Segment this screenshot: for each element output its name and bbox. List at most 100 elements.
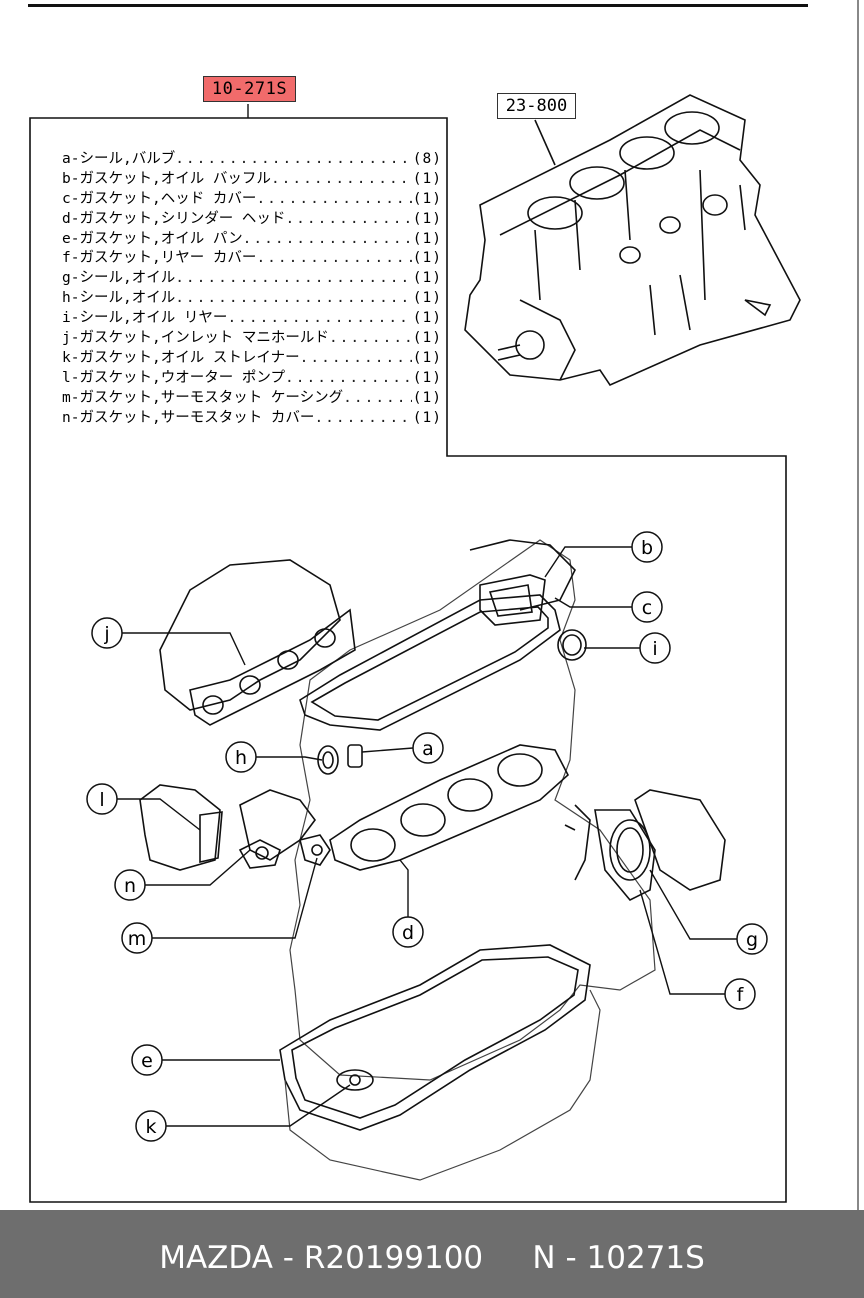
leader-dots bbox=[256, 249, 412, 269]
leader-dots bbox=[314, 409, 412, 429]
part-letter: j bbox=[62, 330, 71, 347]
parts-list-item: d-ガスケット,シリンダー ヘッド(1) bbox=[62, 210, 442, 230]
callout-c: c bbox=[631, 591, 663, 623]
parts-list-item: e-ガスケット,オイル パン (1) bbox=[62, 230, 442, 250]
part-name: -ガスケット,リヤー カバー bbox=[70, 250, 257, 267]
part-quantity: (1) bbox=[412, 230, 442, 247]
callout-b: b bbox=[631, 531, 663, 563]
assembly-reference-code: 23-800 bbox=[497, 93, 576, 119]
leader-dots bbox=[243, 230, 412, 250]
part-name: -ガスケット,オイル パン bbox=[70, 230, 243, 247]
callout-k: k bbox=[135, 1110, 167, 1142]
part-letter: c bbox=[62, 190, 71, 207]
part-letter: i bbox=[62, 310, 71, 327]
callout-f: f bbox=[724, 978, 756, 1010]
leader-dots bbox=[300, 349, 412, 369]
leader-dots bbox=[256, 190, 412, 210]
parts-list-item: c-ガスケット,ヘッド カバー(1) bbox=[62, 190, 442, 210]
svg-text:k: k bbox=[145, 1116, 156, 1138]
leader-dots bbox=[285, 369, 412, 389]
svg-text:l: l bbox=[99, 789, 104, 811]
diagram-frame bbox=[29, 117, 787, 1203]
part-name: -シール,オイル リヤー bbox=[70, 310, 228, 327]
part-name: -ガスケット,ウオーター ポンプ bbox=[70, 369, 285, 386]
part-quantity-value: 1 bbox=[422, 290, 433, 307]
part-quantity-value: 1 bbox=[422, 170, 433, 187]
part-quantity-value: 1 bbox=[422, 270, 433, 287]
part-name: -シール,バルブ bbox=[70, 151, 176, 167]
part-quantity: (1) bbox=[412, 349, 442, 366]
top-border-line bbox=[28, 4, 808, 7]
part-name: -ガスケット,ヘッド カバー bbox=[70, 190, 257, 207]
leader-dots bbox=[175, 269, 412, 289]
right-border-line bbox=[857, 0, 859, 1210]
parts-list-item: h-シール,オイル (1) bbox=[62, 289, 442, 309]
svg-text:c: c bbox=[642, 597, 652, 619]
callout-leaders bbox=[117, 546, 752, 1127]
part-quantity: (1) bbox=[412, 170, 442, 187]
part-quantity: (1) bbox=[412, 210, 442, 227]
callout-m: m bbox=[121, 922, 153, 954]
part-quantity: (1) bbox=[412, 409, 442, 426]
svg-text:i: i bbox=[652, 638, 657, 660]
part-name: -ガスケット,サーモスタット カバー bbox=[70, 409, 315, 426]
part-quantity-value: 1 bbox=[422, 409, 433, 426]
svg-text:n: n bbox=[124, 875, 136, 897]
part-quantity-value: 1 bbox=[422, 349, 433, 366]
svg-text:m: m bbox=[128, 928, 147, 950]
part-letter: n bbox=[62, 409, 71, 426]
kit-reference-code: 10-271S bbox=[203, 76, 296, 102]
callout-h: h bbox=[225, 741, 257, 773]
footer-part-number: MAZDA - R20199100 N - 10271S bbox=[159, 1240, 705, 1276]
parts-list-item: f-ガスケット,リヤー カバー(1) bbox=[62, 249, 442, 269]
parts-list-item: n-ガスケット,サーモスタット カバー (1) bbox=[62, 409, 442, 429]
callout-n: n bbox=[114, 869, 146, 901]
svg-text:h: h bbox=[235, 747, 247, 769]
footer-bar bbox=[0, 1210, 864, 1298]
part-quantity: (1) bbox=[412, 270, 442, 287]
part-quantity-value: 8 bbox=[422, 151, 433, 167]
part-name: -シール,オイル bbox=[70, 290, 176, 307]
part-quantity-value: 1 bbox=[422, 330, 433, 347]
leader-dots bbox=[227, 309, 412, 329]
part-letter: b bbox=[62, 170, 71, 187]
svg-text:j: j bbox=[103, 623, 109, 645]
part-letter: d bbox=[62, 210, 71, 227]
part-quantity: (1) bbox=[412, 369, 442, 386]
callout-i: i bbox=[639, 632, 671, 664]
part-letter: a bbox=[62, 151, 71, 167]
exploded-view-parts bbox=[139, 539, 726, 1181]
part-quantity: (1) bbox=[412, 290, 442, 307]
parts-list-item: a-シール,バルブ (8) bbox=[62, 150, 442, 170]
part-quantity-value: 1 bbox=[422, 250, 433, 267]
part-quantity-value: 1 bbox=[422, 310, 433, 327]
part-quantity: (1) bbox=[412, 389, 442, 406]
part-quantity: (1) bbox=[412, 310, 442, 327]
exploded-diagram: b c i j a h l n m d g f e k bbox=[29, 94, 801, 1203]
part-name: -シール,オイル bbox=[70, 270, 176, 287]
parts-list-item: k-ガスケット,オイル ストレイナー (1) bbox=[62, 349, 442, 369]
parts-list-item: g-シール,オイル (1) bbox=[62, 269, 442, 289]
part-quantity-value: 1 bbox=[422, 369, 433, 386]
leader-dots bbox=[175, 150, 412, 170]
part-name: -ガスケット,オイル バッフル bbox=[70, 170, 271, 187]
part-letter: f bbox=[62, 250, 71, 267]
leader-dots bbox=[329, 329, 412, 349]
part-letter: g bbox=[62, 270, 71, 287]
part-letter: m bbox=[62, 389, 71, 406]
part-quantity: (8) bbox=[412, 151, 442, 167]
part-name: -ガスケット,サーモスタット ケーシング bbox=[70, 389, 344, 406]
part-letter: h bbox=[62, 290, 71, 307]
parts-list-item: b-ガスケット,オイル バッフル (1) bbox=[62, 170, 442, 190]
part-letter: e bbox=[62, 230, 71, 247]
part-quantity-value: 1 bbox=[422, 389, 433, 406]
svg-text:b: b bbox=[641, 537, 653, 559]
callout-e: e bbox=[131, 1044, 163, 1076]
part-letter: k bbox=[62, 349, 71, 366]
part-quantity: (1) bbox=[412, 330, 442, 347]
callout-l: l bbox=[86, 783, 118, 815]
svg-text:f: f bbox=[737, 984, 745, 1006]
part-name: -ガスケット,オイル ストレイナー bbox=[70, 349, 300, 366]
part-quantity-value: 1 bbox=[422, 190, 433, 207]
part-name: -ガスケット,インレット マニホールド bbox=[70, 330, 329, 347]
